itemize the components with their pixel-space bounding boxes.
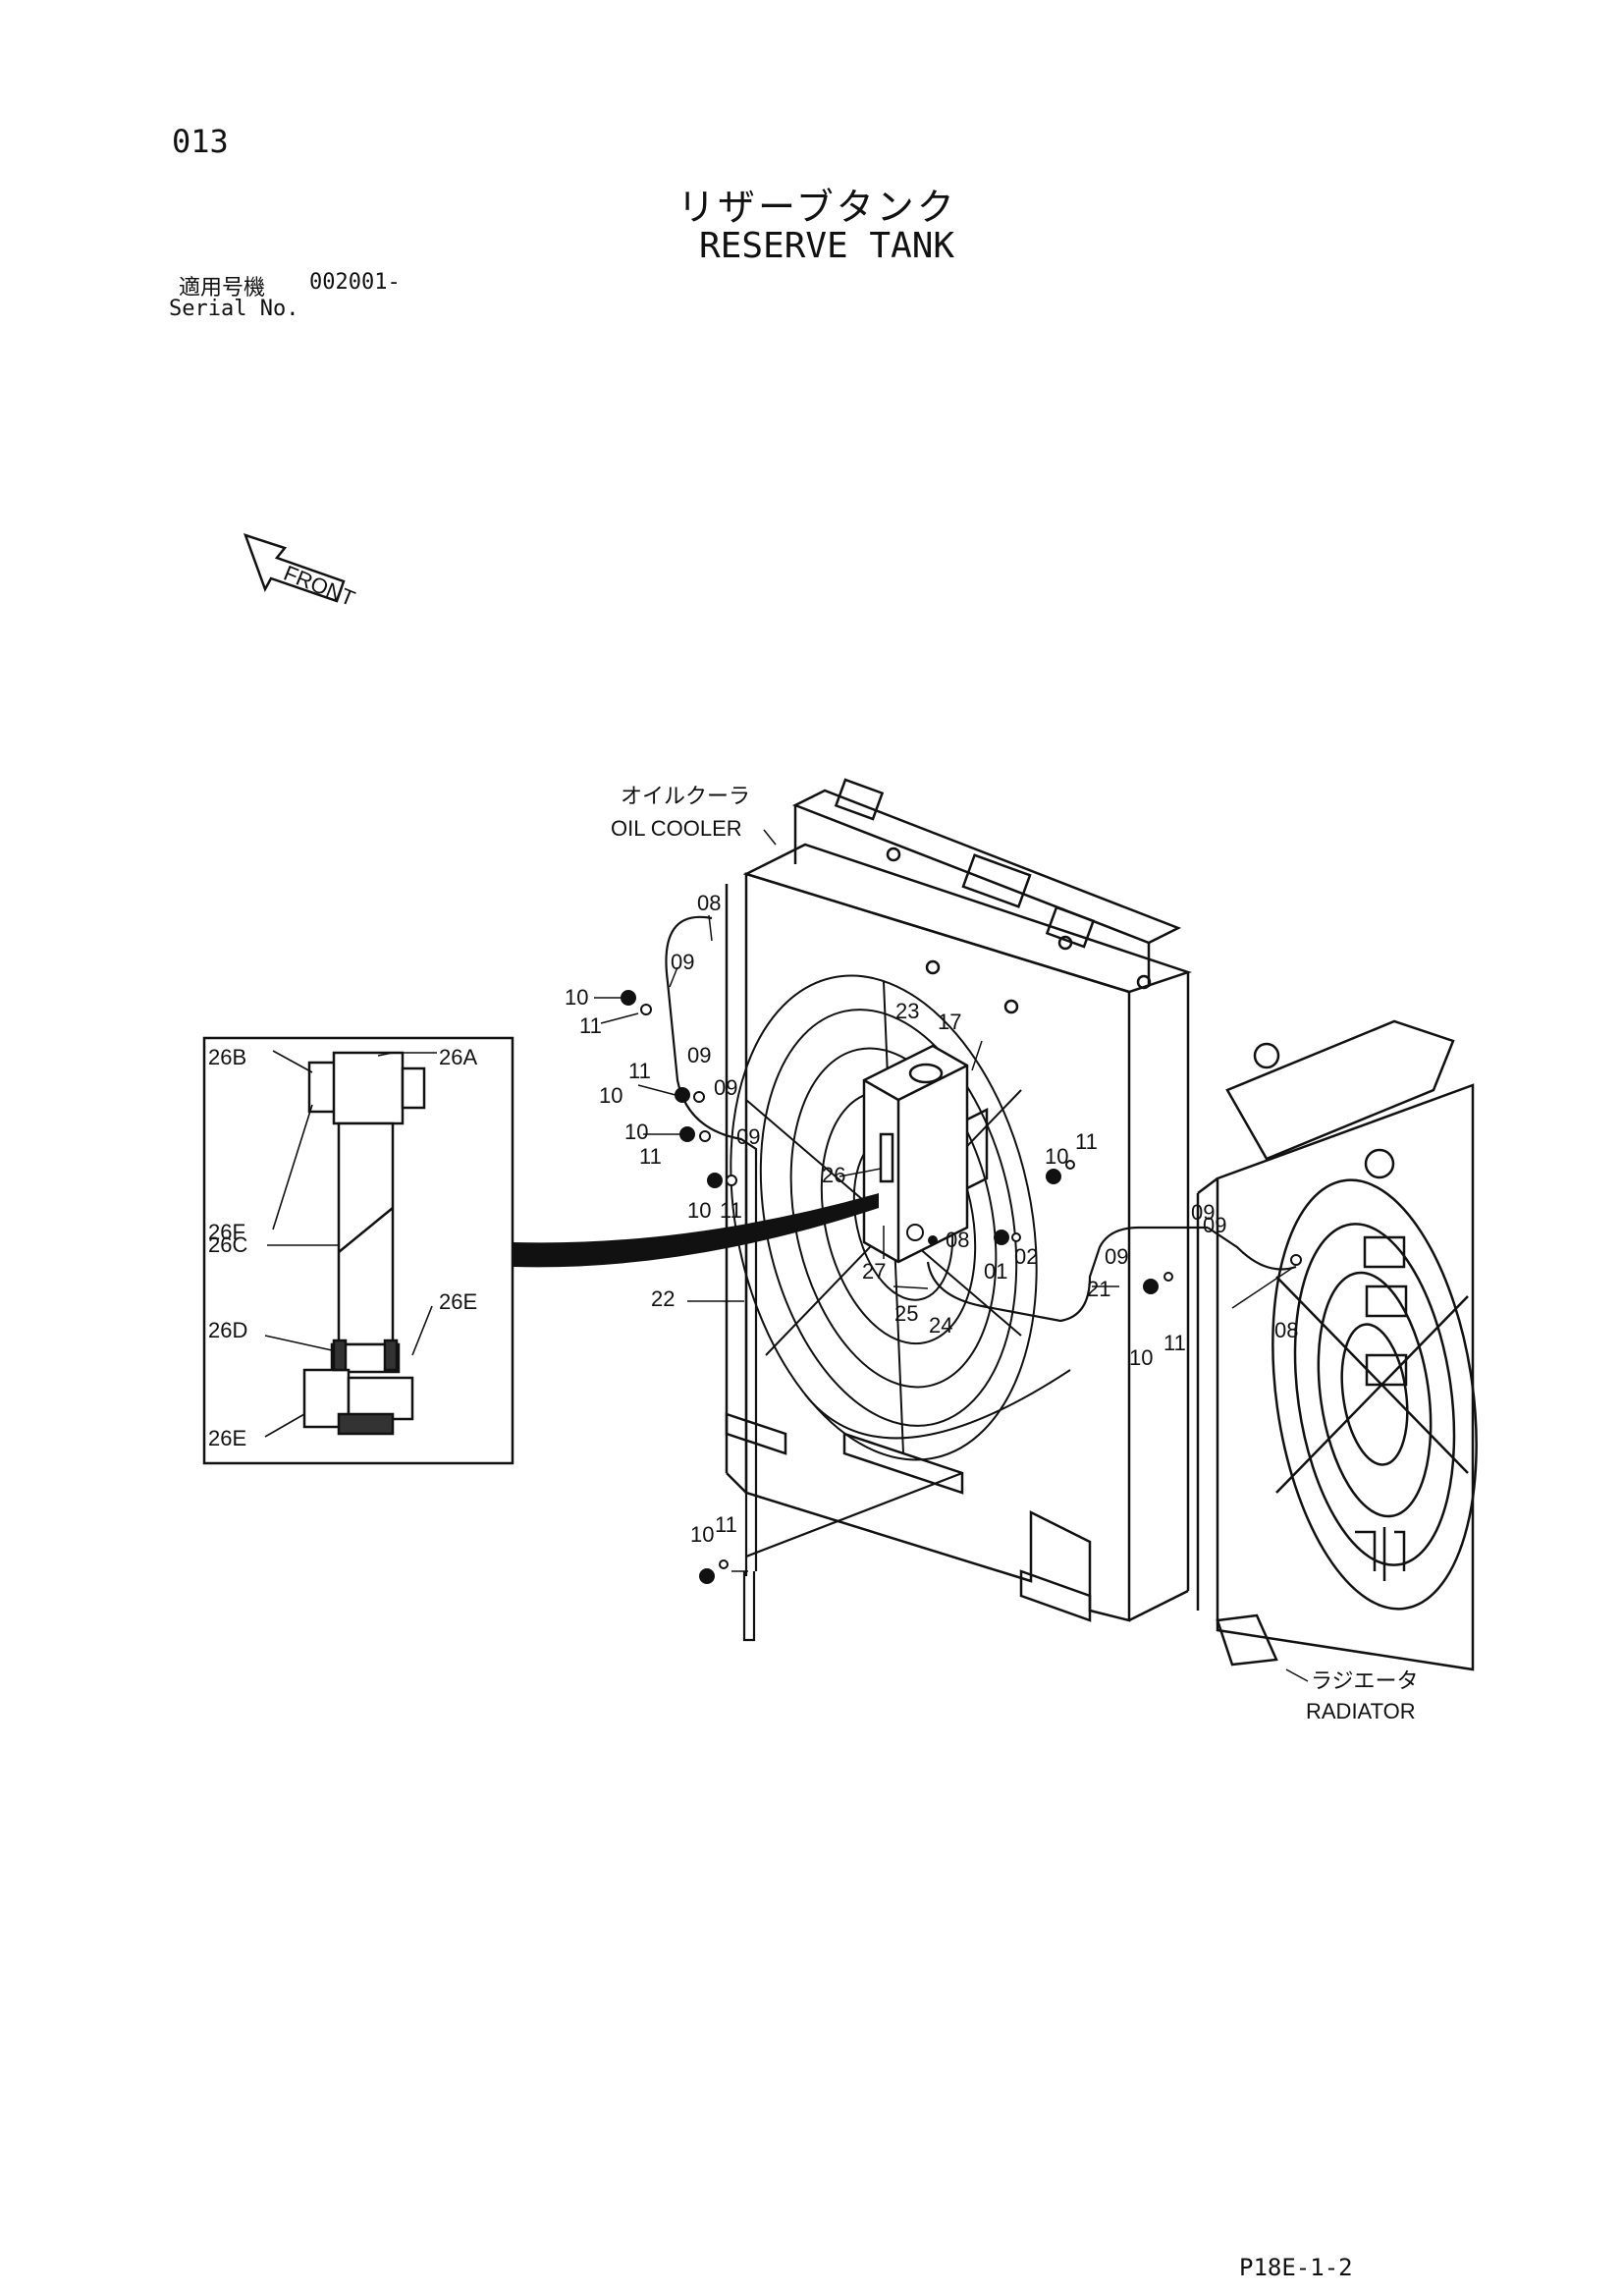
callout-21: 21 [1087, 1277, 1110, 1301]
callout-17: 17 [938, 1010, 961, 1034]
oil-cooler-label-en: OIL COOLER [611, 816, 742, 841]
detail-label-26e-top: 26E [439, 1289, 477, 1314]
detail-inset: 26B 26A 26F 26C 26D 26E 26E [202, 1036, 514, 1465]
callout-09: 09 [687, 1043, 711, 1067]
title-japanese: リザーブタンク [677, 186, 957, 229]
detail-leader [513, 1193, 879, 1268]
callout-11: 11 [720, 1198, 742, 1223]
callout-10: 10 [565, 985, 588, 1010]
callout-11: 11 [715, 1512, 737, 1537]
callout-11: 11 [579, 1013, 602, 1038]
callout-09: 09 [1203, 1213, 1226, 1237]
callout-10: 10 [687, 1198, 711, 1223]
callout-09: 09 [1191, 1200, 1215, 1225]
callout-11: 11 [1163, 1331, 1186, 1355]
callout-08: 08 [1274, 1318, 1298, 1342]
oil-cooler-leader [763, 829, 777, 846]
hoses [665, 915, 1297, 1642]
radiator-label-jp: ラジエータ [1311, 1668, 1419, 1693]
callout-09: 09 [1105, 1244, 1128, 1269]
detail-label-26f: 26F [208, 1220, 245, 1244]
callout-11: 11 [1075, 1129, 1098, 1154]
callout-26: 26 [822, 1163, 845, 1187]
radiator-leader [1285, 1668, 1309, 1682]
callout-27: 27 [862, 1259, 886, 1284]
oil-cooler-label-jp: オイルクーラ [621, 784, 750, 808]
detail-label-26c: 26C [208, 1232, 247, 1257]
footer-page-code: P18E-1-2 [1239, 2254, 1353, 2281]
front-arrow-icon: FRONT [243, 533, 359, 612]
title-english: RESERVE TANK [699, 226, 955, 266]
page-number: 013 [172, 123, 229, 160]
front-arrow-label: FRONT [281, 561, 359, 612]
callout-09: 09 [736, 1124, 760, 1149]
callout-02: 02 [1014, 1244, 1038, 1269]
callout-25: 25 [894, 1301, 918, 1326]
callout-23: 23 [895, 999, 919, 1023]
reserve-tank [862, 1044, 989, 1264]
callout-10: 10 [624, 1120, 648, 1144]
radiator-body [1196, 1019, 1478, 1671]
callout-10: 10 [599, 1083, 622, 1108]
fasteners [621, 990, 1302, 1584]
callout-22: 22 [651, 1286, 675, 1311]
callout-09: 09 [714, 1075, 737, 1100]
callout-24: 24 [929, 1313, 952, 1338]
callout-10: 10 [1045, 1144, 1068, 1169]
callout-11: 11 [628, 1059, 651, 1083]
callout-leaders [594, 914, 1295, 1572]
callout-08: 08 [697, 891, 721, 915]
detail-label-26b: 26B [208, 1045, 246, 1069]
callout-10: 10 [690, 1522, 714, 1547]
callout-11: 11 [639, 1144, 662, 1169]
serial-label-english: Serial No. [169, 297, 299, 321]
radiator-label-en: RADIATOR [1306, 1699, 1416, 1723]
callout-08: 08 [946, 1228, 969, 1252]
detail-label-26e-bottom: 26E [208, 1426, 246, 1450]
serial-value: 002001- [309, 270, 401, 295]
oil-cooler-body [725, 778, 1192, 1622]
detail-label-26a: 26A [439, 1045, 477, 1069]
oil-cooler-fan-shroud [730, 974, 1071, 1461]
callout-01: 01 [984, 1259, 1007, 1284]
callout-09: 09 [671, 950, 694, 974]
serial-label-japanese: 適用号機 [179, 276, 266, 301]
detail-label-26d: 26D [208, 1318, 247, 1342]
callout-10: 10 [1129, 1345, 1153, 1370]
